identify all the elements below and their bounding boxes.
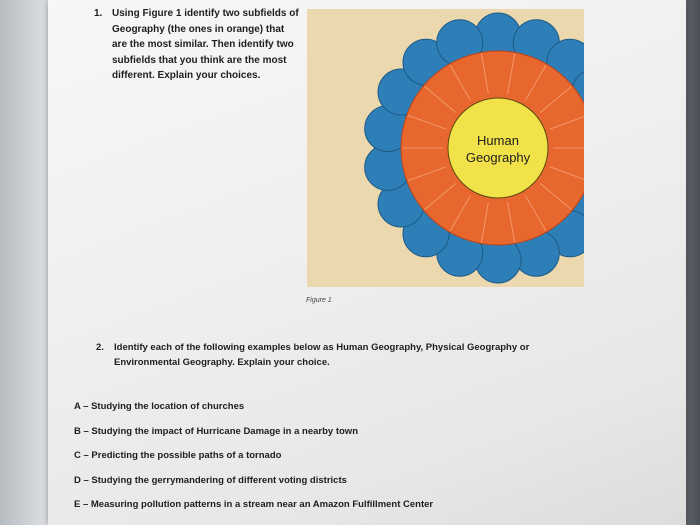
ring-divider bbox=[525, 64, 547, 101]
ring-divider bbox=[549, 116, 584, 130]
ring-divider bbox=[407, 114, 447, 130]
example-item: D – Studying the gerrymandering of diffe… bbox=[74, 474, 347, 486]
ring-divider bbox=[480, 202, 489, 243]
ring-divider bbox=[424, 85, 457, 113]
question-1-text: Using Figure 1 identify two subfields of… bbox=[112, 8, 299, 81]
ring-divider bbox=[507, 53, 516, 94]
example-list: A – Studying the location of churches B … bbox=[74, 400, 554, 523]
question-1-number: 1. bbox=[94, 8, 103, 19]
question-2-text: Identify each of the following examples … bbox=[114, 342, 530, 368]
ring-divider bbox=[539, 183, 572, 211]
example-item: E – Measuring pollution patterns in a st… bbox=[74, 499, 434, 510]
center-label-line-1: Human bbox=[477, 133, 519, 148]
ring-divider bbox=[407, 166, 447, 182]
example-item: A – Studying the location of churches bbox=[74, 401, 245, 412]
ring-divider bbox=[449, 64, 471, 101]
figure-1: Human Geography bbox=[307, 9, 584, 287]
geography-wheel-diagram: Human Geography bbox=[364, 12, 584, 284]
figure-caption: Figure 1 bbox=[306, 297, 332, 304]
ring-divider bbox=[539, 85, 572, 113]
question-2-number: 2. bbox=[96, 342, 104, 353]
ring-divider bbox=[549, 166, 584, 180]
example-item: C – Predicting the possible paths of a t… bbox=[74, 450, 282, 461]
center-label-line-2: Geography bbox=[466, 150, 531, 165]
center-circle bbox=[447, 97, 549, 199]
example-item: B – Studying the impact of Hurricane Dam… bbox=[74, 425, 358, 437]
ring-divider bbox=[525, 195, 547, 232]
ring-divider bbox=[480, 53, 489, 94]
ring-divider bbox=[449, 195, 471, 232]
ring-divider bbox=[424, 183, 457, 211]
ring-divider bbox=[507, 202, 516, 243]
orange-ring-dividers bbox=[402, 53, 584, 243]
